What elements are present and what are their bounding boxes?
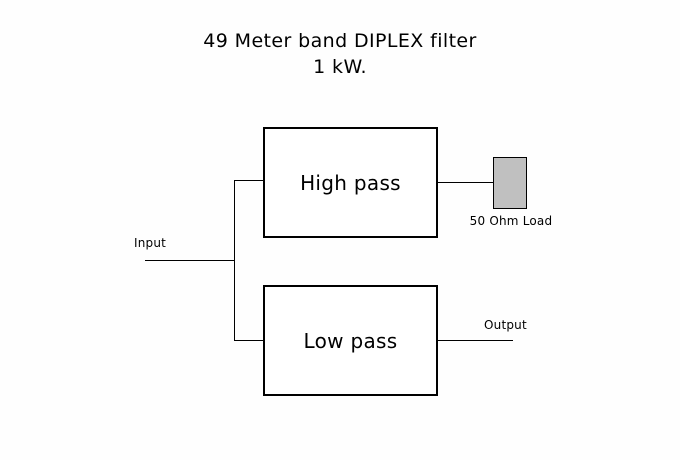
input-label: Input (134, 236, 167, 250)
diagram-title: 49 Meter band DIPLEX filter 1 kW. (0, 28, 680, 80)
load-resistor-block (493, 157, 527, 209)
wire-high-pass-to-load (438, 182, 494, 183)
block-high-pass: High pass (263, 127, 438, 238)
block-low-pass: Low pass (263, 285, 438, 396)
title-line-2: 1 kW. (313, 56, 367, 78)
block-high-pass-label: High pass (300, 170, 401, 195)
wire-to-low-pass (234, 340, 264, 341)
wire-low-pass-to-output (437, 340, 513, 341)
wire-to-high-pass (234, 180, 264, 181)
output-label: Output (484, 318, 527, 332)
block-low-pass-label: Low pass (303, 328, 398, 353)
wire-input-feed (145, 260, 235, 261)
wire-splitter-vertical (234, 180, 235, 341)
title-line-1: 49 Meter band DIPLEX filter (203, 30, 477, 52)
load-caption: 50 Ohm Load (469, 214, 553, 228)
